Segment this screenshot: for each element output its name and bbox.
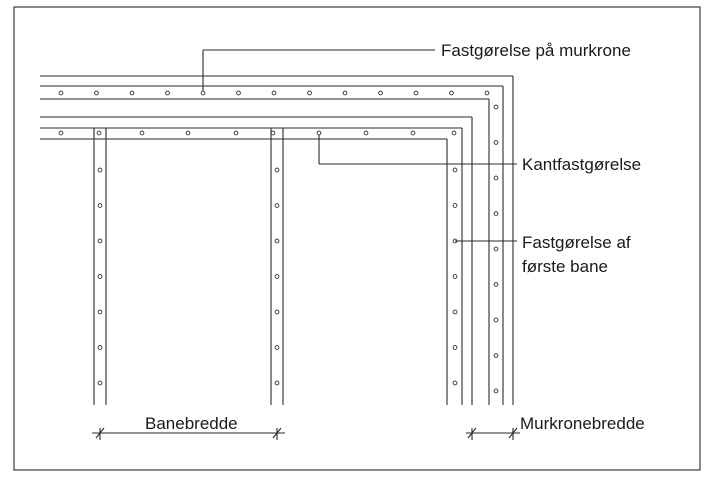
fastener-hole-crown-vertical (493, 246, 499, 252)
fastener-hole-vertical (452, 309, 458, 315)
vertical-strip-middle (270, 128, 284, 405)
fastener-hole-vertical (97, 345, 103, 350)
first-strip-top (40, 116, 473, 405)
dimension-crown-width (466, 427, 520, 440)
fastener-hole-strip (185, 130, 191, 136)
fastener-hole-vertical (97, 309, 103, 315)
fastener-hole-vertical (274, 167, 280, 173)
fastener-hole-strip (58, 130, 64, 136)
fastener-hole-crown-vertical (493, 211, 499, 216)
leader-roof-fastening (202, 49, 435, 91)
fastener-hole-strip (270, 130, 276, 136)
fastener-hole-crown-vertical (493, 104, 499, 110)
fastener-hole-vertical (274, 380, 280, 386)
fastener-hole-vertical (274, 309, 280, 315)
fastener-hole-vertical (452, 167, 458, 173)
fastener-hole-vertical (97, 380, 103, 386)
fastener-hole-strip (451, 130, 457, 136)
fastener-hole-crown-vertical (493, 140, 499, 145)
fastener-hole-vertical (452, 274, 458, 279)
fastener-hole-crown-vertical (493, 317, 499, 323)
label-roof-fastening: Fastgørelse på murkrone (441, 41, 631, 60)
fastener-hole-vertical (97, 167, 103, 173)
fastener-hole-strip (363, 130, 369, 136)
fastener-hole-crown (271, 90, 277, 96)
fastener-hole-vertical (452, 203, 458, 208)
fastener-hole-vertical (274, 238, 280, 244)
label-strip-width: Banebredde (145, 414, 238, 433)
roof-crown-strip (40, 75, 514, 405)
fastener-holes (58, 90, 499, 394)
fastener-hole-crown-vertical (493, 353, 499, 358)
label-first-strip-line1: Fastgørelse af (522, 233, 631, 252)
fastener-hole-vertical (274, 345, 280, 350)
fastener-hole-vertical (97, 238, 103, 244)
fastener-hole-vertical (452, 380, 458, 386)
vertical-strip-left (93, 128, 107, 405)
fastener-hole-strip (410, 130, 416, 136)
fastener-hole-vertical (97, 274, 103, 279)
fastener-hole-crown (58, 90, 64, 96)
fastener-hole-crown (413, 90, 419, 96)
fastener-hole-crown (94, 90, 99, 96)
fastener-hole-crown (236, 90, 241, 96)
fastener-hole-crown-vertical (493, 388, 499, 394)
leader-edge-fastening (318, 135, 517, 165)
fastener-hole-crown-vertical (493, 175, 499, 181)
fastener-hole-crown (342, 90, 348, 96)
fastener-hole-strip (233, 130, 239, 136)
fastener-hole-strip (316, 130, 322, 136)
fastener-hole-vertical (274, 203, 280, 208)
fastener-hole-vertical (274, 274, 280, 279)
diagram-frame (13, 6, 701, 471)
label-crown-width: Murkronebredde (520, 414, 645, 433)
dimension-strip-width (92, 427, 285, 440)
fastener-hole-crown (484, 90, 490, 96)
fastener-hole-crown-vertical (493, 282, 499, 287)
fastener-hole-strip (139, 130, 145, 136)
fastener-hole-vertical (452, 345, 458, 350)
fastener-hole-crown (129, 90, 135, 96)
label-edge-fastening: Kantfastgørelse (522, 155, 641, 174)
fastener-hole-vertical (97, 203, 103, 208)
fastener-hole-crown (200, 90, 206, 96)
fastener-hole-crown (165, 90, 170, 96)
fastener-hole-strip (96, 130, 102, 136)
fastener-hole-crown (378, 90, 383, 96)
fastener-hole-crown (449, 90, 454, 96)
label-first-strip-line2: første bane (522, 257, 608, 276)
fastener-hole-crown (307, 90, 312, 96)
